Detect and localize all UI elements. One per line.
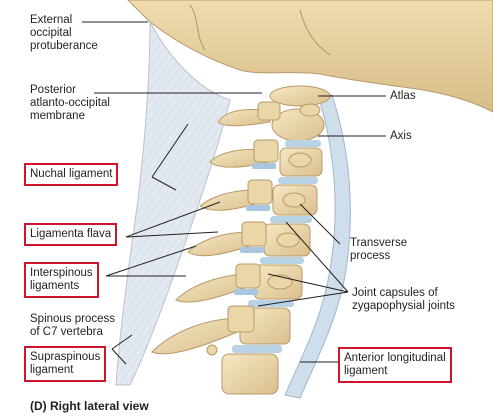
leader-lines — [82, 21, 386, 365]
leader-line — [285, 221, 349, 293]
leader-line — [125, 231, 219, 238]
transverse-process — [299, 103, 321, 117]
transverse-processes — [267, 103, 321, 290]
skull-suture — [189, 4, 331, 56]
joint-capsule — [240, 247, 264, 253]
articular-pillar — [247, 179, 273, 205]
joint-capsule — [252, 163, 276, 169]
transverse-process — [288, 152, 312, 168]
transverse-process — [282, 192, 306, 208]
label-anterior-longitudinal-ligament: Anterior longitudinal ligament — [338, 347, 452, 383]
vertebral-body — [221, 353, 279, 395]
disc — [232, 345, 282, 353]
articular-pillar — [235, 263, 261, 289]
leader-line — [111, 348, 127, 365]
disc — [278, 177, 318, 184]
leader-line — [105, 245, 197, 277]
label-supraspinous-ligament: Supraspinous ligament — [24, 346, 107, 382]
nuchal-ligament-fibers — [116, 22, 230, 385]
spinous-processes — [151, 109, 271, 355]
spinous-process — [187, 231, 257, 257]
leader-line — [125, 201, 221, 238]
anterior-longitudinal-ligament — [284, 94, 351, 399]
articular-pillar — [257, 101, 281, 121]
articular-pillars — [227, 101, 281, 333]
label-axis: Axis — [390, 130, 412, 142]
label-nuchal-ligament: Nuchal ligament — [24, 163, 119, 186]
leader-line — [299, 203, 341, 245]
spinous-process — [175, 273, 251, 303]
articular-pillar — [227, 305, 255, 333]
disc — [270, 216, 312, 223]
transverse-process — [276, 232, 300, 248]
leader-line — [151, 123, 189, 178]
joint-capsule — [234, 289, 258, 295]
articular-pillar — [253, 139, 279, 163]
label-ligamenta-flava: Ligamenta flava — [24, 223, 118, 246]
label-posterior-atlanto-occipital-membrane: Posterior atlanto-occipital membrane — [30, 84, 110, 122]
joint-capsule — [246, 205, 270, 211]
articular-pillar — [241, 221, 267, 247]
leader-line — [151, 176, 177, 191]
disc — [285, 140, 321, 147]
label-transverse-process: Transverse process — [350, 237, 408, 262]
leader-line — [111, 334, 133, 350]
bone-marker — [206, 344, 218, 356]
spinous-process — [217, 109, 271, 127]
label-atlas: Atlas — [390, 90, 416, 102]
leader-line — [257, 291, 349, 307]
figure-caption: (D) Right lateral view — [30, 399, 149, 413]
leader-line — [267, 273, 349, 293]
label-joint-capsules: Joint capsules of zygapophysial joints — [352, 287, 455, 312]
label-spinous-process-c7: Spinous process of C7 vertebra — [30, 313, 116, 338]
disc — [260, 257, 304, 264]
skull-occipital-bone — [127, 0, 493, 113]
label-interspinous-ligaments: Interspinous ligaments — [24, 262, 99, 298]
label-external-occipital-protuberance: External occipital protuberance — [30, 14, 98, 52]
spinous-process-c7 — [151, 317, 243, 355]
